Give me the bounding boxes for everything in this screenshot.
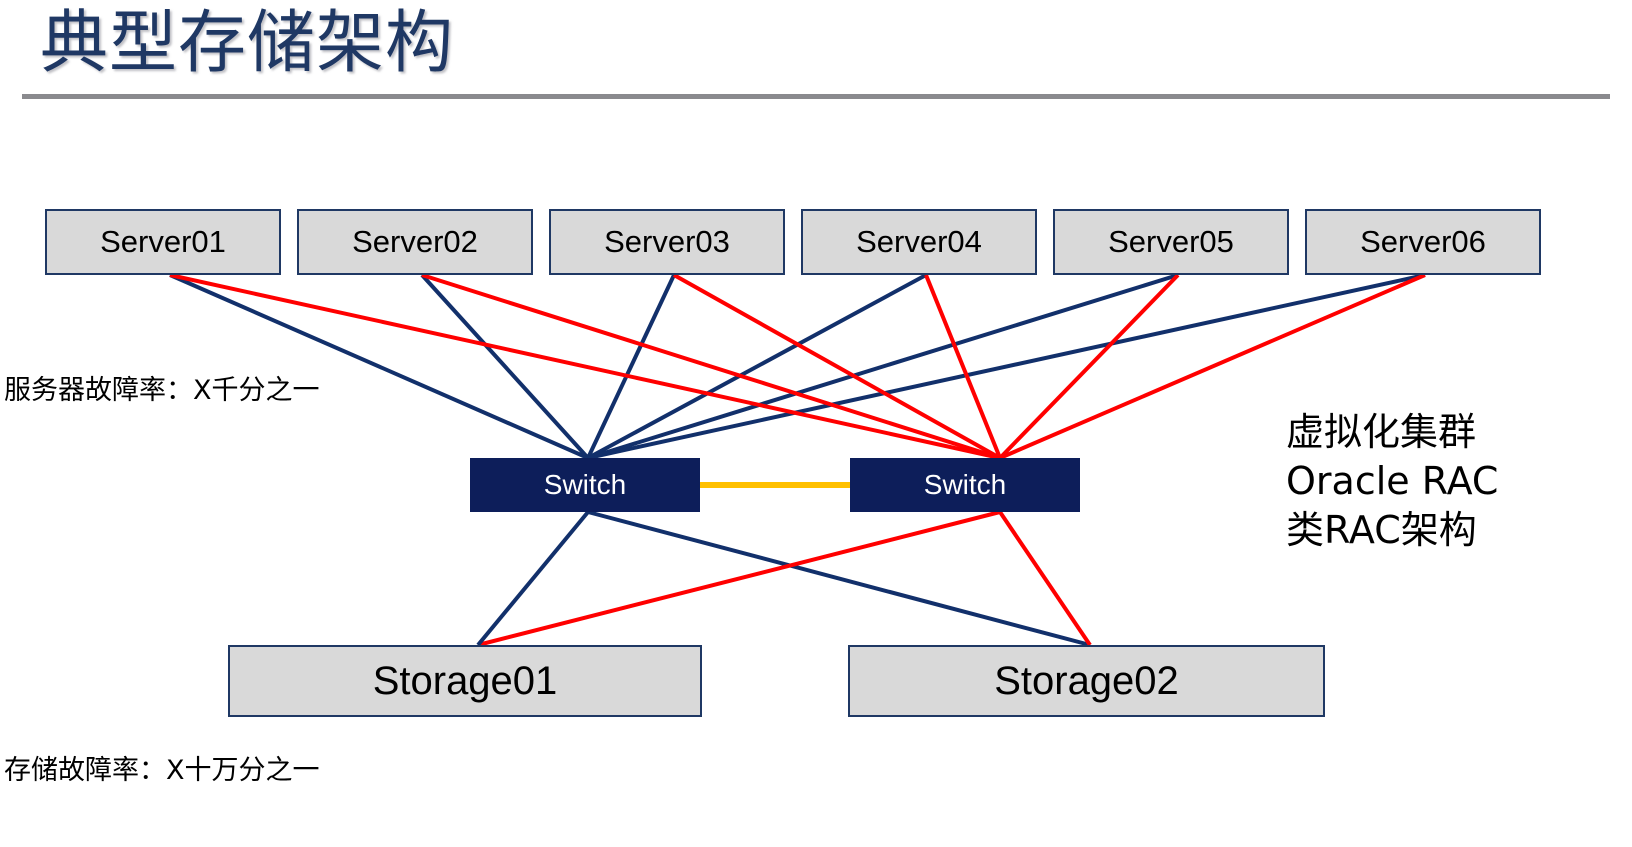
node-server-01[interactable]: Server01 bbox=[45, 209, 281, 275]
link-server05-to-switch-right bbox=[998, 273, 1180, 460]
node-switch-right[interactable]: Switch bbox=[850, 458, 1080, 512]
annotation-server-failure-rate: 服务器故障率：X千分之一 bbox=[4, 375, 320, 406]
node-label: Switch bbox=[923, 469, 1007, 500]
node-server-05[interactable]: Server05 bbox=[1053, 209, 1289, 275]
node-server-03[interactable]: Server03 bbox=[549, 209, 785, 275]
link-server03-to-switch-left bbox=[586, 274, 676, 459]
node-server-06[interactable]: Server06 bbox=[1305, 209, 1541, 275]
node-switch-left[interactable]: Switch bbox=[470, 458, 700, 512]
node-label: Server01 bbox=[100, 224, 226, 259]
link-server06-to-switch-right bbox=[999, 273, 1426, 460]
node-storage-01[interactable]: Storage01 bbox=[228, 645, 702, 717]
link-server04-to-switch-right bbox=[924, 274, 1002, 459]
link-server04-to-switch-left bbox=[587, 273, 927, 460]
link-server06-to-switch-left bbox=[587, 273, 1426, 460]
page-title: 典型存储架构 bbox=[40, 4, 455, 83]
annotation-storage-failure-rate: 存储故障率：X十万分之一 bbox=[4, 755, 320, 786]
link-switch-right-to-storage01 bbox=[477, 510, 1001, 647]
link-server02-to-switch-right bbox=[421, 273, 1001, 460]
link-switch-right-to-storage02 bbox=[998, 510, 1092, 647]
node-label: Server05 bbox=[1108, 224, 1234, 259]
cluster-type-line-3: 类RAC架构 bbox=[1286, 508, 1477, 552]
node-label: Server06 bbox=[1360, 224, 1486, 259]
cluster-type-line-2: Oracle RAC bbox=[1286, 459, 1499, 503]
node-storage-02[interactable]: Storage02 bbox=[848, 645, 1325, 717]
link-server03-to-switch-right bbox=[673, 273, 1001, 460]
node-label: Storage01 bbox=[372, 658, 558, 703]
node-label: Server02 bbox=[352, 224, 478, 259]
annotation-cluster-types: 虚拟化集群 Oracle RAC 类RAC架构 bbox=[1286, 408, 1498, 555]
node-server-02[interactable]: Server02 bbox=[297, 209, 533, 275]
cluster-type-line-1: 虚拟化集群 bbox=[1286, 410, 1477, 454]
link-switch-left-to-storage02 bbox=[587, 510, 1091, 647]
title-divider bbox=[22, 94, 1610, 99]
link-server01-to-switch-left bbox=[169, 273, 589, 460]
node-label: Storage02 bbox=[994, 658, 1179, 703]
node-server-04[interactable]: Server04 bbox=[801, 209, 1037, 275]
link-server05-to-switch-left bbox=[587, 273, 1179, 460]
link-server01-to-switch-right bbox=[169, 273, 1001, 460]
node-label: Switch bbox=[543, 469, 627, 500]
link-server02-to-switch-left bbox=[420, 273, 590, 460]
link-switch-left-to-storage01 bbox=[476, 510, 590, 647]
node-label: Server04 bbox=[856, 224, 982, 259]
node-label: Server03 bbox=[604, 224, 730, 259]
